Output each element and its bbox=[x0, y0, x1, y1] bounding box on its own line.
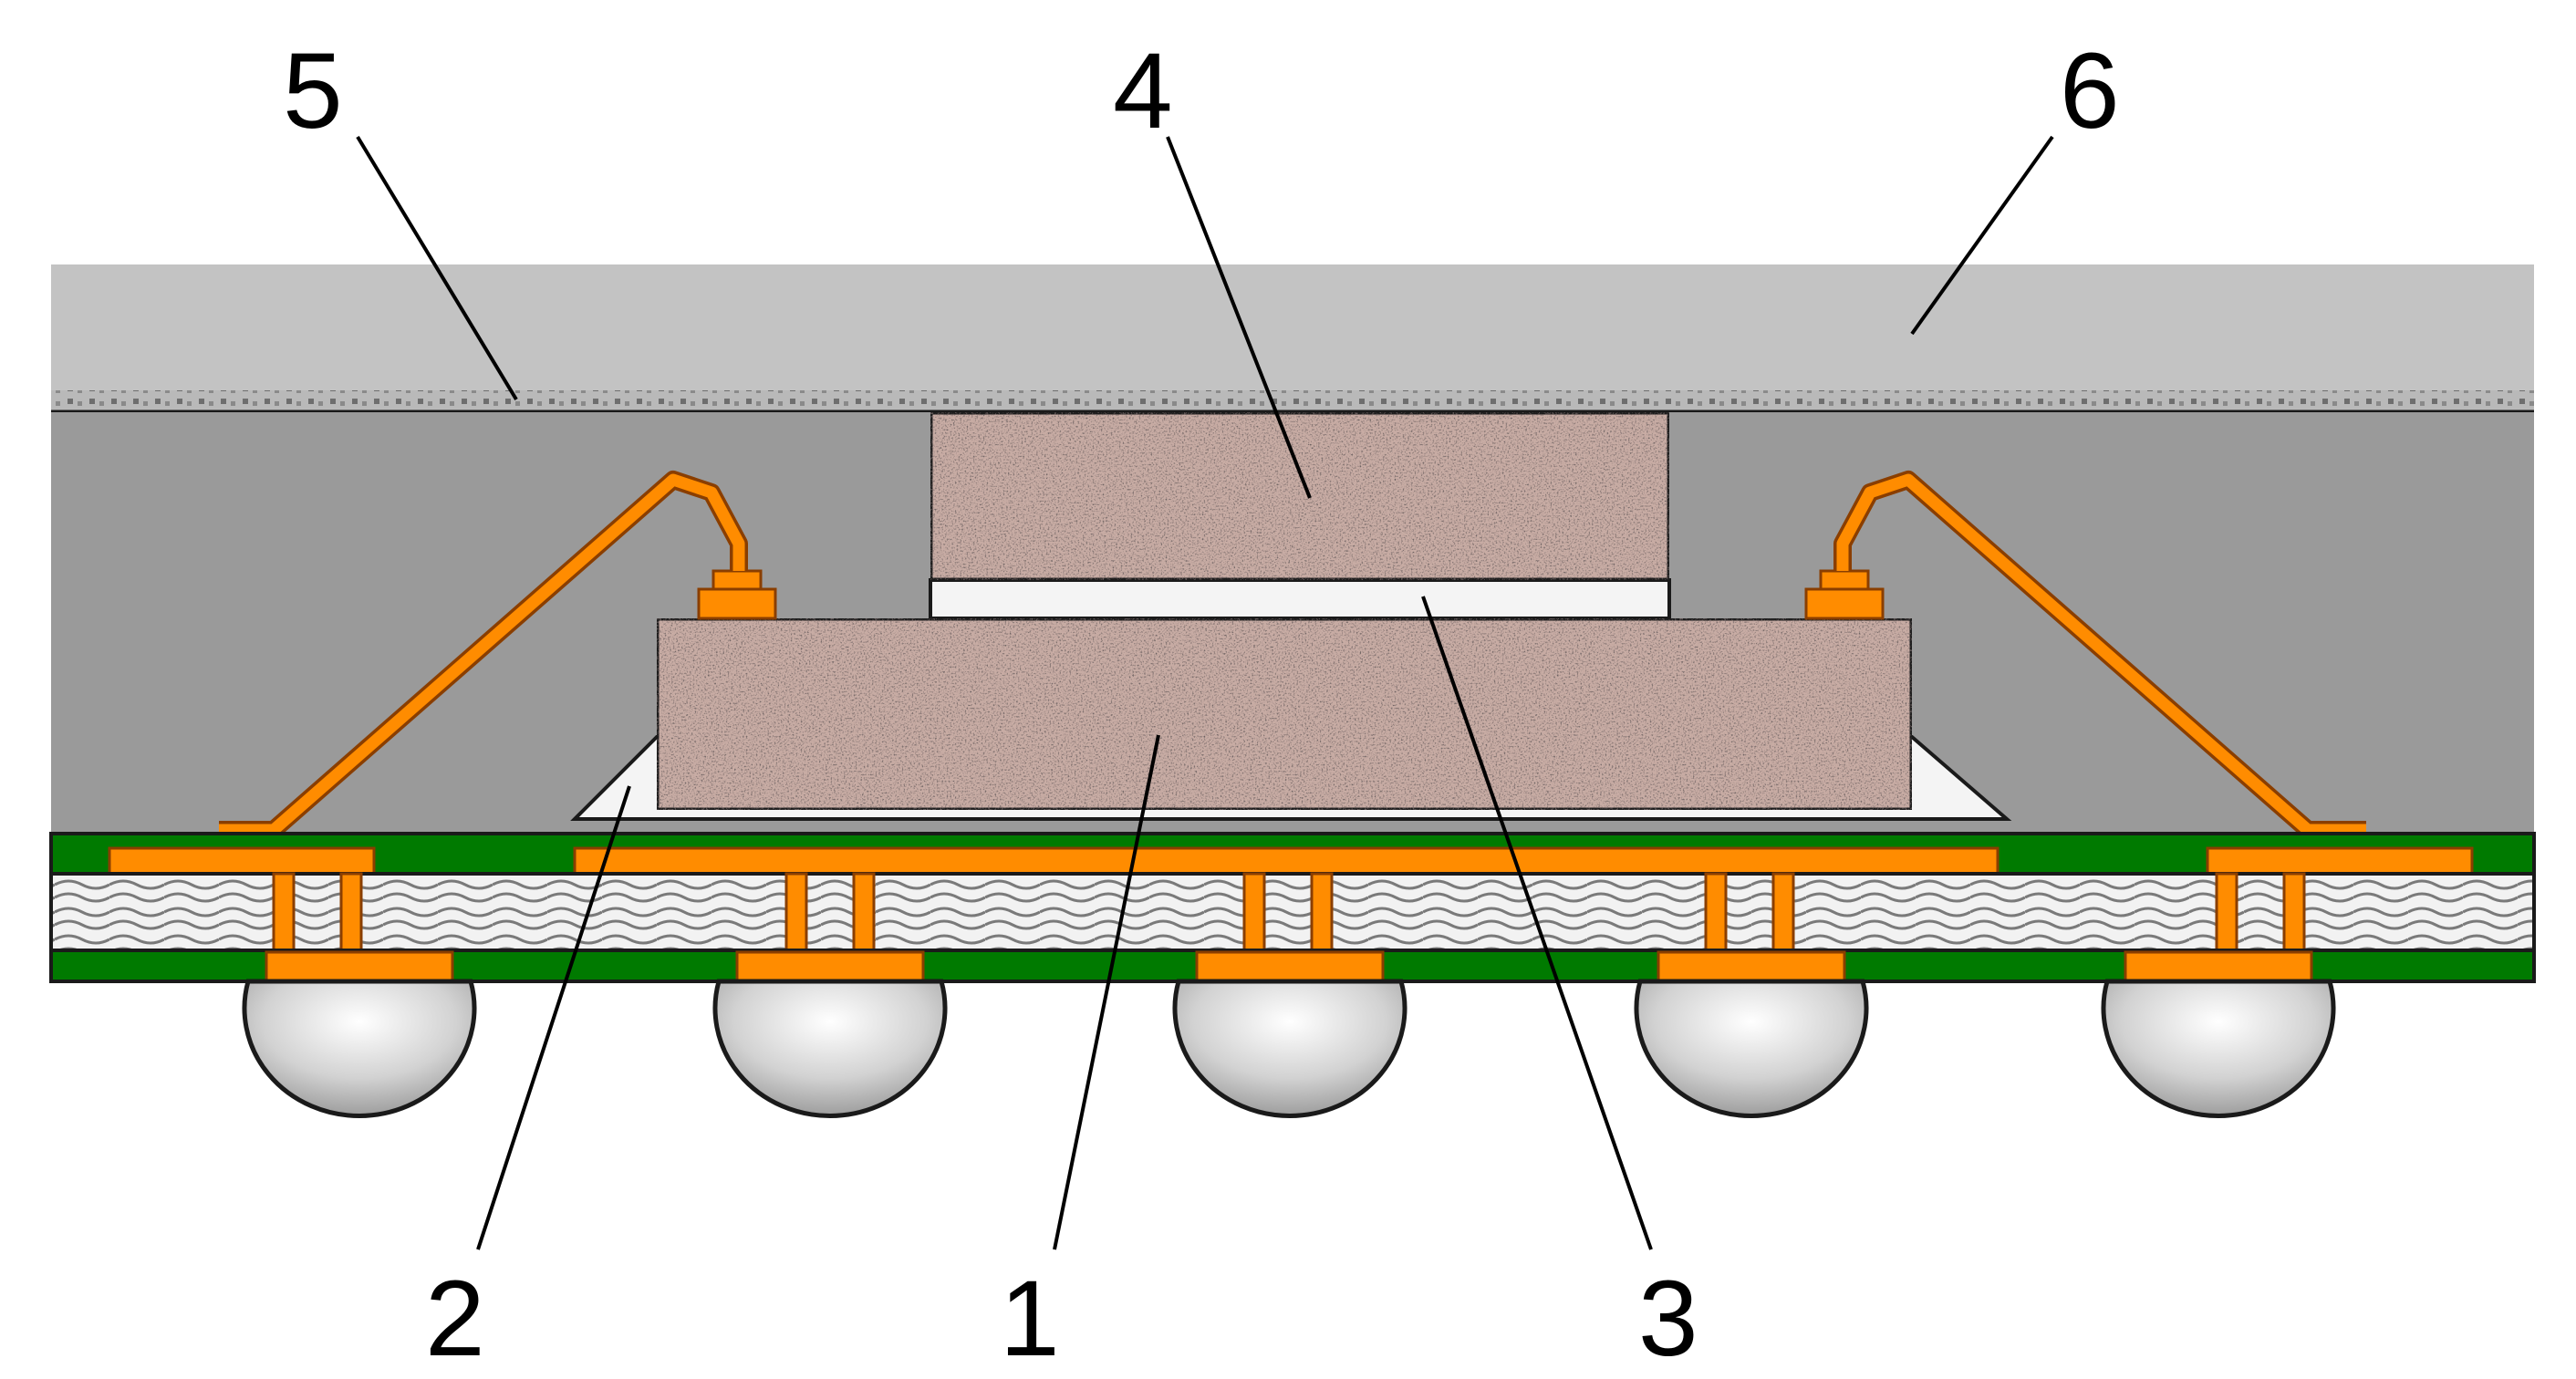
solder-ball bbox=[1634, 979, 1869, 1118]
solder-ball bbox=[242, 979, 477, 1118]
solder-balls bbox=[242, 979, 2336, 1118]
die-attach-layer bbox=[929, 578, 1671, 620]
leader-line-5 bbox=[356, 135, 518, 401]
callout-label-4: 4 bbox=[1113, 31, 1173, 151]
top-die bbox=[928, 410, 1672, 583]
heat-spreader bbox=[51, 264, 2534, 392]
solder-ball bbox=[712, 979, 948, 1118]
top-copper-traces bbox=[108, 846, 2474, 876]
solder-ball bbox=[2101, 979, 2336, 1118]
solder-ball bbox=[1172, 979, 1407, 1118]
leader-line-4 bbox=[1166, 136, 1312, 499]
leader-line-6 bbox=[1910, 135, 2054, 336]
thermal-interface-layer bbox=[51, 390, 2534, 410]
bottom-die bbox=[654, 616, 1915, 813]
callout-label-1: 1 bbox=[1000, 1259, 1060, 1379]
leader-line-2 bbox=[476, 785, 631, 1250]
leader-line-3 bbox=[1421, 596, 1653, 1250]
substrate-core bbox=[49, 872, 2536, 952]
callout-label-3: 3 bbox=[1638, 1259, 1698, 1379]
callout-label-2: 2 bbox=[425, 1259, 485, 1379]
callout-label-5: 5 bbox=[283, 31, 343, 151]
leader-lines bbox=[356, 135, 2054, 1250]
leader-line-1 bbox=[1053, 734, 1160, 1250]
bond-wires bbox=[219, 471, 2366, 839]
substrate-vias bbox=[272, 872, 2306, 952]
callout-label-6: 6 bbox=[2060, 31, 2120, 151]
ball-pads bbox=[265, 950, 2313, 983]
